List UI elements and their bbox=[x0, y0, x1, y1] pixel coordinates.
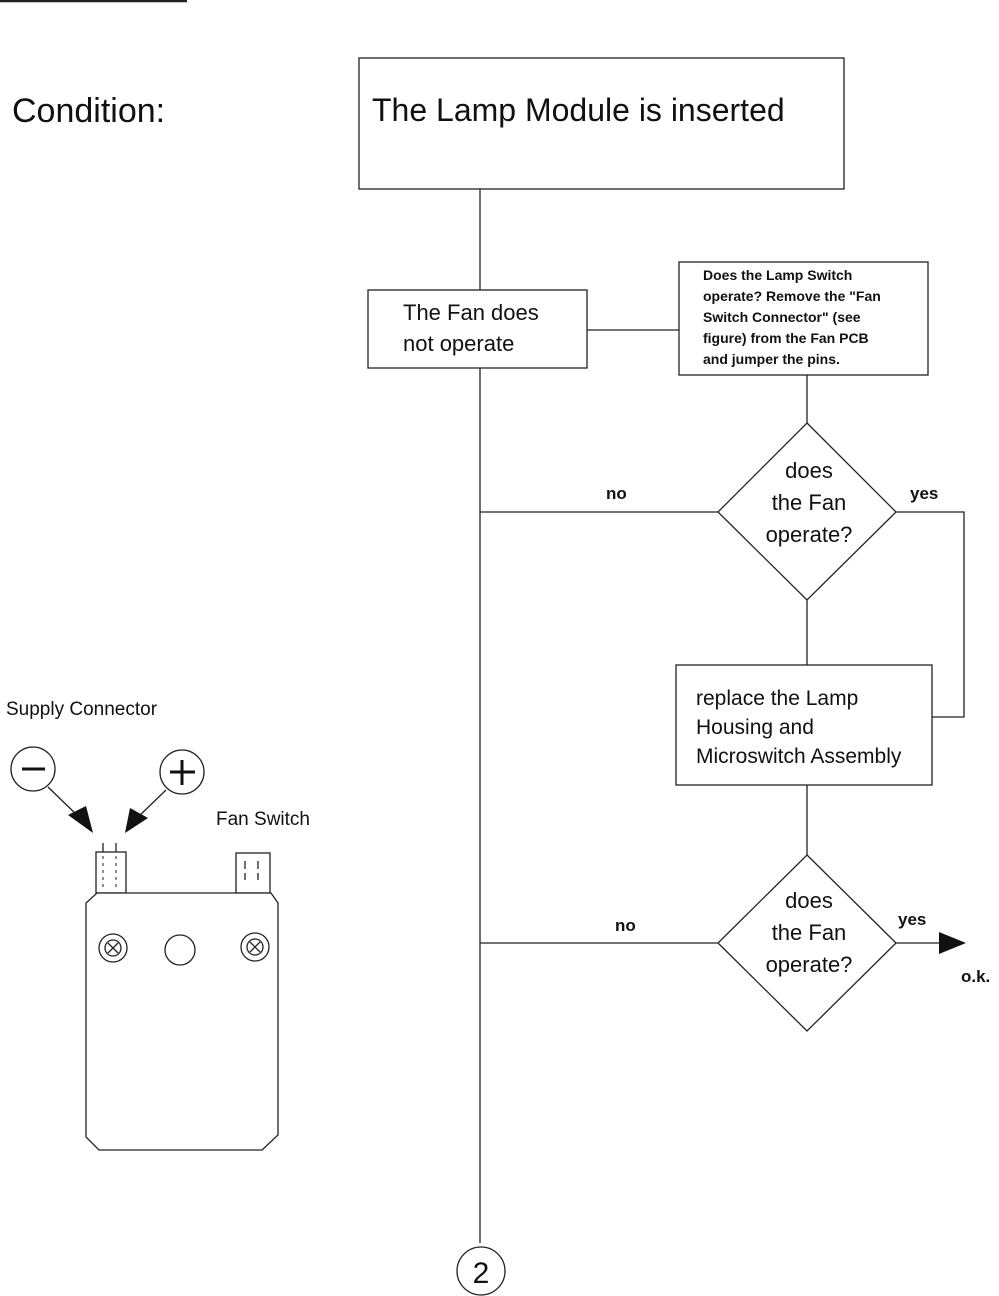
condition-label: Condition: bbox=[12, 92, 165, 130]
decision-1-line-2: the Fan bbox=[772, 490, 847, 515]
supply-connector-label: Supply Connector bbox=[6, 699, 158, 720]
arrow-line bbox=[136, 789, 167, 819]
minus-icon bbox=[10, 746, 56, 792]
action-box bbox=[675, 664, 933, 786]
supply-connector-block bbox=[95, 843, 127, 894]
instruction-line-1: Does the Lamp Switch bbox=[703, 267, 852, 283]
instruction-line-3: Switch Connector" (see bbox=[703, 309, 861, 325]
condition-text: The Lamp Module is inserted bbox=[372, 92, 785, 128]
pcb-hole bbox=[164, 934, 196, 966]
screw-icon bbox=[240, 932, 270, 962]
result-ok-label: o.k. bbox=[961, 967, 990, 986]
action-line-1: replace the Lamp bbox=[696, 687, 858, 710]
instruction-line-2: operate? Remove the "Fan bbox=[703, 288, 881, 304]
page-connector-label: 2 bbox=[473, 1257, 490, 1290]
instruction-line-4: figure) from the Fan PCB bbox=[703, 330, 869, 346]
action-line-2: Housing and bbox=[696, 716, 814, 739]
decision-2-line-2: the Fan bbox=[772, 920, 847, 945]
symptom-line-2: not operate bbox=[403, 331, 514, 356]
screw-icon bbox=[98, 933, 128, 963]
fan-switch-block bbox=[235, 852, 271, 894]
decision-2-no-label: no bbox=[615, 916, 636, 935]
fan-pcb-outline bbox=[85, 892, 279, 1151]
decision-diamond-2 bbox=[717, 854, 897, 1032]
instruction-line-5: and jumper the pins. bbox=[703, 351, 840, 367]
decision-1-yes-label: yes bbox=[910, 484, 938, 503]
instruction-box bbox=[678, 261, 929, 376]
plus-icon bbox=[159, 749, 205, 795]
decision-2-line-3: operate? bbox=[766, 952, 853, 977]
action-line-3: Microswitch Assembly bbox=[696, 745, 902, 768]
decision-2-line-1: does bbox=[785, 888, 833, 913]
symptom-box bbox=[367, 289, 588, 369]
decision-1-no-label: no bbox=[606, 484, 627, 503]
arrow-right-icon bbox=[939, 932, 966, 954]
decision-1-line-1: does bbox=[785, 458, 833, 483]
arrow-down-left-icon bbox=[125, 808, 148, 833]
yes-branch-line bbox=[896, 511, 965, 718]
symptom-line-1: The Fan does bbox=[403, 300, 539, 325]
decision-2-yes-label: yes bbox=[898, 910, 926, 929]
page-connector-circle bbox=[456, 1246, 506, 1296]
fan-switch-label: Fan Switch bbox=[216, 809, 310, 830]
decision-1-line-3: operate? bbox=[766, 522, 853, 547]
arrow-down-right-icon bbox=[68, 806, 93, 833]
condition-box bbox=[358, 57, 845, 190]
arrow-line bbox=[47, 786, 80, 818]
